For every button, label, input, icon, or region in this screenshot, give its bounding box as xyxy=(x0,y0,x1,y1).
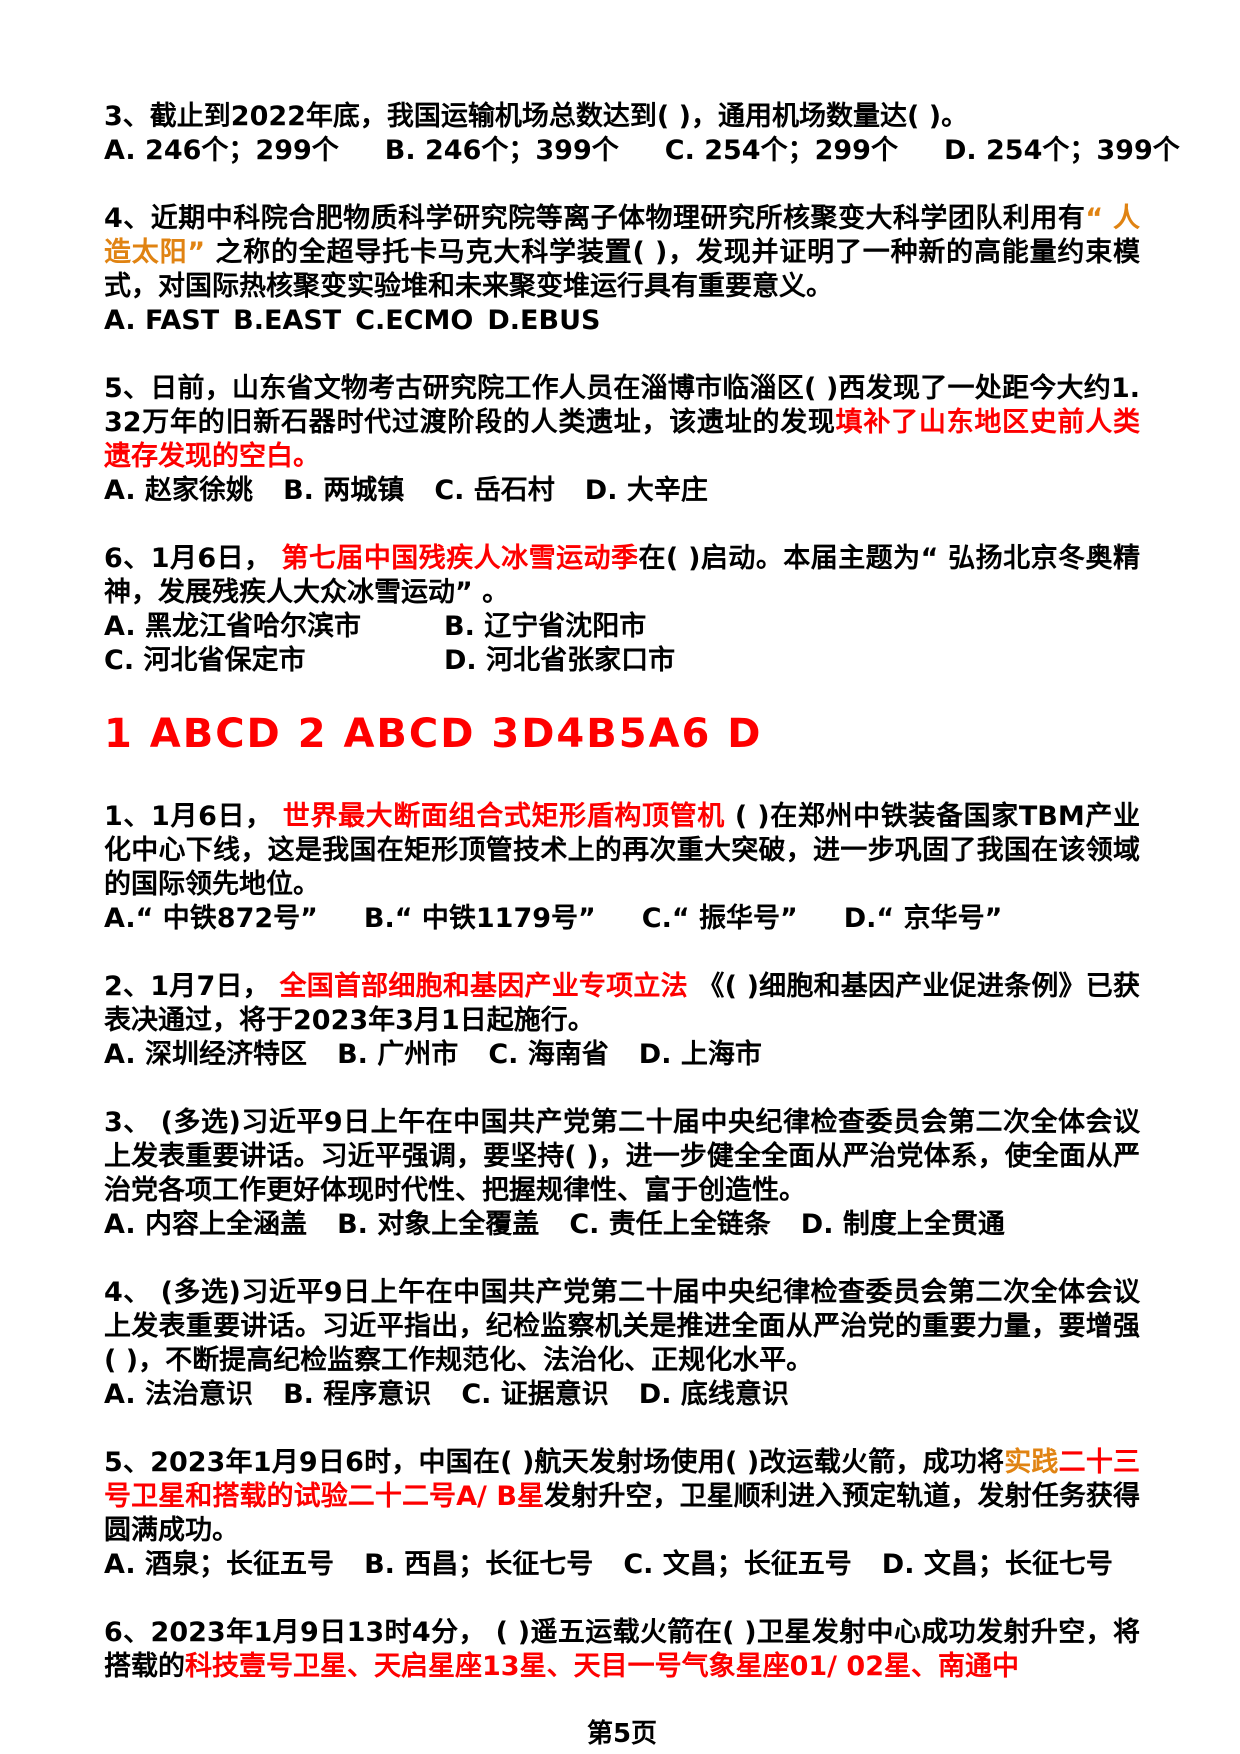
document-page: 3、截止到2022年底，我国运输机场总数达到( )，通用机场数量达( )。A. … xyxy=(104,100,1180,1750)
question-segment: 5、2023年1月9日6时，中国在( )航天发射场使用( )改运载火箭，成功将 xyxy=(104,1447,1005,1478)
option: B. 246个；399个 xyxy=(384,135,619,166)
highlight-red: 第七届中国残疾人冰雪运动季 xyxy=(281,543,639,574)
option: D. 254个；399个 xyxy=(943,135,1180,166)
question-segment: 3、 (多选)习近平9日上午在中国共产党第二十届中央纪律检查委员会第二次全体会议… xyxy=(104,1107,1140,1206)
options-line: A. FAST B.EAST C.ECMO D.EBUS xyxy=(104,304,1140,338)
option: D.“ 京华号” xyxy=(843,903,1003,934)
options-line: A. 246个；299个 B. 246个；399个 C. 254个；299个 D. 2… xyxy=(104,134,1180,168)
question-segment: 之称的全超导托卡马克大科学装置( )，发现并证明了一种新的高能量约束模式，对国际… xyxy=(104,237,1141,302)
option: A. 黑龙江省哈尔滨市 xyxy=(104,611,362,642)
highlight-red: 全国首部细胞和基因产业专项立法 xyxy=(279,971,688,1002)
option: A. 深圳经济特区 xyxy=(104,1039,308,1070)
question: 2、1月7日， 全国首部细胞和基因产业专项立法 《( )细胞和基因产业促进条例》… xyxy=(104,970,1140,1072)
question-segment: 5、日前，山东省文物考古研究院工作人员在淄博市临淄区( )西发现了一处距今大约1… xyxy=(104,373,1140,438)
question: 4、 (多选)习近平9日上午在中国共产党第二十届中央纪律检查委员会第二次全体会议… xyxy=(104,1276,1140,1412)
option: C. 文昌；长征五号 xyxy=(623,1549,852,1580)
highlight-red: 填补了山东地区史前人类遗存发现的空白。 xyxy=(104,407,1140,472)
page-number: 第5页 xyxy=(586,1719,658,1749)
option: B.EAST xyxy=(233,305,342,336)
options-line: A. 法治意识 B. 程序意识 C. 证据意识 D. 底线意识 xyxy=(104,1378,1140,1412)
question-text: 1、1月6日， 世界最大断面组合式矩形盾构顶管机 ( )在郑州中铁装备国家TBM… xyxy=(104,800,1140,902)
option: C. 254个；299个 xyxy=(664,135,898,166)
options-line: A. 赵家徐姚 B. 两城镇 C. 岳石村 D. 大辛庄 xyxy=(104,474,1140,508)
question-text: 3、截止到2022年底，我国运输机场总数达到( )，通用机场数量达( )。 xyxy=(104,100,1140,134)
question: 5、日前，山东省文物考古研究院工作人员在淄博市临淄区( )西发现了一处距今大约1… xyxy=(104,372,1140,508)
option: B.“ 中铁1179号” xyxy=(363,903,596,934)
question-text: 6、2023年1月9日13时4分， ( )遥五运载火箭在( )卫星发射中心成功发… xyxy=(104,1616,1140,1684)
question: 6、1月6日， 第七届中国残疾人冰雪运动季在( )启动。本届主题为“ 弘扬北京冬… xyxy=(104,542,1140,678)
question-text: 2、1月7日， 全国首部细胞和基因产业专项立法 《( )细胞和基因产业促进条例》… xyxy=(104,970,1140,1038)
question-segment: 1、1月6日， xyxy=(104,801,283,832)
question-segment: 2、1月7日， xyxy=(104,971,280,1002)
option: A. 内容上全涵盖 xyxy=(104,1209,308,1240)
option: D. 底线意识 xyxy=(638,1379,789,1410)
option: C. 责任上全链条 xyxy=(569,1209,771,1240)
option: B. 广州市 xyxy=(337,1039,459,1070)
option: D. 文昌；长征七号 xyxy=(881,1549,1113,1580)
highlight-orange: 实践 xyxy=(1004,1447,1059,1478)
question-text: 4、 (多选)习近平9日上午在中国共产党第二十届中央纪律检查委员会第二次全体会议… xyxy=(104,1276,1140,1378)
option: A. 酒泉；长征五号 xyxy=(104,1549,335,1580)
option: D.EBUS xyxy=(487,305,601,336)
question-text: 6、1月6日， 第七届中国残疾人冰雪运动季在( )启动。本届主题为“ 弘扬北京冬… xyxy=(104,542,1140,610)
question-segment: 4、 (多选)习近平9日上午在中国共产党第二十届中央纪律检查委员会第二次全体会议… xyxy=(104,1277,1140,1376)
option: B. 两城镇 xyxy=(283,475,405,506)
options-line: A. 深圳经济特区 B. 广州市 C. 海南省 D. 上海市 xyxy=(104,1038,1140,1072)
option: B. 西昌；长征七号 xyxy=(364,1549,594,1580)
options-line: A.“ 中铁872号” B.“ 中铁1179号” C.“ 振华号” D.“ 京华号” xyxy=(104,902,1140,936)
questions-section-2: 1、1月6日， 世界最大断面组合式矩形盾构顶管机 ( )在郑州中铁装备国家TBM… xyxy=(104,800,1140,1684)
question: 3、截止到2022年底，我国运输机场总数达到( )，通用机场数量达( )。A. … xyxy=(104,100,1180,168)
option: C.ECMO xyxy=(355,305,474,336)
highlight-orange: “ 人造太阳” xyxy=(104,203,1140,268)
question: 3、 (多选)习近平9日上午在中国共产党第二十届中央纪律检查委员会第二次全体会议… xyxy=(104,1106,1140,1242)
option: C. 河北省保定市 xyxy=(104,645,306,676)
question-text: 3、 (多选)习近平9日上午在中国共产党第二十届中央纪律检查委员会第二次全体会议… xyxy=(104,1106,1140,1208)
highlight-red: 世界最大断面组合式矩形盾构顶管机 xyxy=(282,801,725,832)
question-segment: 4、近期中科院合肥物质科学研究院等离子体物理研究所核聚变大科学团队利用有 xyxy=(104,203,1086,234)
question-segment: 3、截止到2022年底，我国运输机场总数达到( )，通用机场数量达( )。 xyxy=(104,101,969,132)
highlight-red: 科技壹号卫星、天启星座13星、天目一号气象星座01/ 02星、南通中 xyxy=(185,1651,1019,1682)
question-segment: 在( )启动。本届主题为“ 弘扬北京冬奥精神，发展残疾人大众冰雪运动” 。 xyxy=(104,543,1140,608)
options-line: A. 黑龙江省哈尔滨市 B. 辽宁省沈阳市 xyxy=(104,610,1140,644)
option: D. 上海市 xyxy=(638,1039,762,1070)
option: C. 证据意识 xyxy=(461,1379,609,1410)
option: C. 海南省 xyxy=(488,1039,609,1070)
option: B. 辽宁省沈阳市 xyxy=(444,611,647,642)
option: C. 岳石村 xyxy=(434,475,555,506)
questions-section-1: 3、截止到2022年底，我国运输机场总数达到( )，通用机场数量达( )。A. … xyxy=(104,100,1180,678)
option: D. 制度上全贯通 xyxy=(800,1209,1005,1240)
question-segment: 发射升空，卫星顺利进入预定轨道，发射任务获得圆满成功。 xyxy=(104,1481,1140,1546)
option: A. 246个；299个 xyxy=(104,135,339,166)
question-segment: 《( )细胞和基因产业促进条例》已获表决通过，将于2023年3月1日起施行。 xyxy=(104,971,1140,1036)
question-segment: 6、2023年1月9日13时4分， ( )遥五运载火箭在( )卫星发射中心成功发… xyxy=(104,1617,1140,1682)
option: B. 程序意识 xyxy=(283,1379,432,1410)
option: A. 法治意识 xyxy=(104,1379,254,1410)
highlight-red: 二十三号卫星和搭载的试验二十二号A/ B星 xyxy=(104,1447,1141,1512)
question-segment: 6、1月6日， xyxy=(104,543,282,574)
options-line: A. 内容上全涵盖 B. 对象上全覆盖 C. 责任上全链条 D. 制度上全贯通 xyxy=(104,1208,1140,1242)
option: A.“ 中铁872号” xyxy=(104,903,318,934)
question: 6、2023年1月9日13时4分， ( )遥五运载火箭在( )卫星发射中心成功发… xyxy=(104,1616,1140,1684)
options-line: C. 河北省保定市 D. 河北省张家口市 xyxy=(104,644,1140,678)
option: A. 赵家徐姚 xyxy=(104,475,254,506)
option: D. 大辛庄 xyxy=(584,475,708,506)
question: 5、2023年1月9日6时，中国在( )航天发射场使用( )改运载火箭，成功将实… xyxy=(104,1446,1140,1582)
option: D. 河北省张家口市 xyxy=(444,645,676,676)
question-text: 4、近期中科院合肥物质科学研究院等离子体物理研究所核聚变大科学团队利用有“ 人造… xyxy=(104,202,1140,304)
question: 4、近期中科院合肥物质科学研究院等离子体物理研究所核聚变大科学团队利用有“ 人造… xyxy=(104,202,1140,338)
question: 1、1月6日， 世界最大断面组合式矩形盾构顶管机 ( )在郑州中铁装备国家TBM… xyxy=(104,800,1140,936)
question-text: 5、2023年1月9日6时，中国在( )航天发射场使用( )改运载火箭，成功将实… xyxy=(104,1446,1140,1548)
option: A. FAST xyxy=(104,305,220,336)
question-segment: ( )在郑州中铁装备国家TBM产业化中心下线，这是我国在矩形顶管技术上的再次重大… xyxy=(104,801,1140,900)
question-text: 5、日前，山东省文物考古研究院工作人员在淄博市临淄区( )西发现了一处距今大约1… xyxy=(104,372,1140,474)
answer-key-line: 1 ABCD 2 ABCD 3D4B5A6 D xyxy=(104,711,763,757)
option: C.“ 振华号” xyxy=(641,903,798,934)
option: B. 对象上全覆盖 xyxy=(337,1209,540,1240)
options-line: A. 酒泉；长征五号 B. 西昌；长征七号 C. 文昌；长征五号 D. 文昌；长征七号 xyxy=(104,1548,1140,1582)
